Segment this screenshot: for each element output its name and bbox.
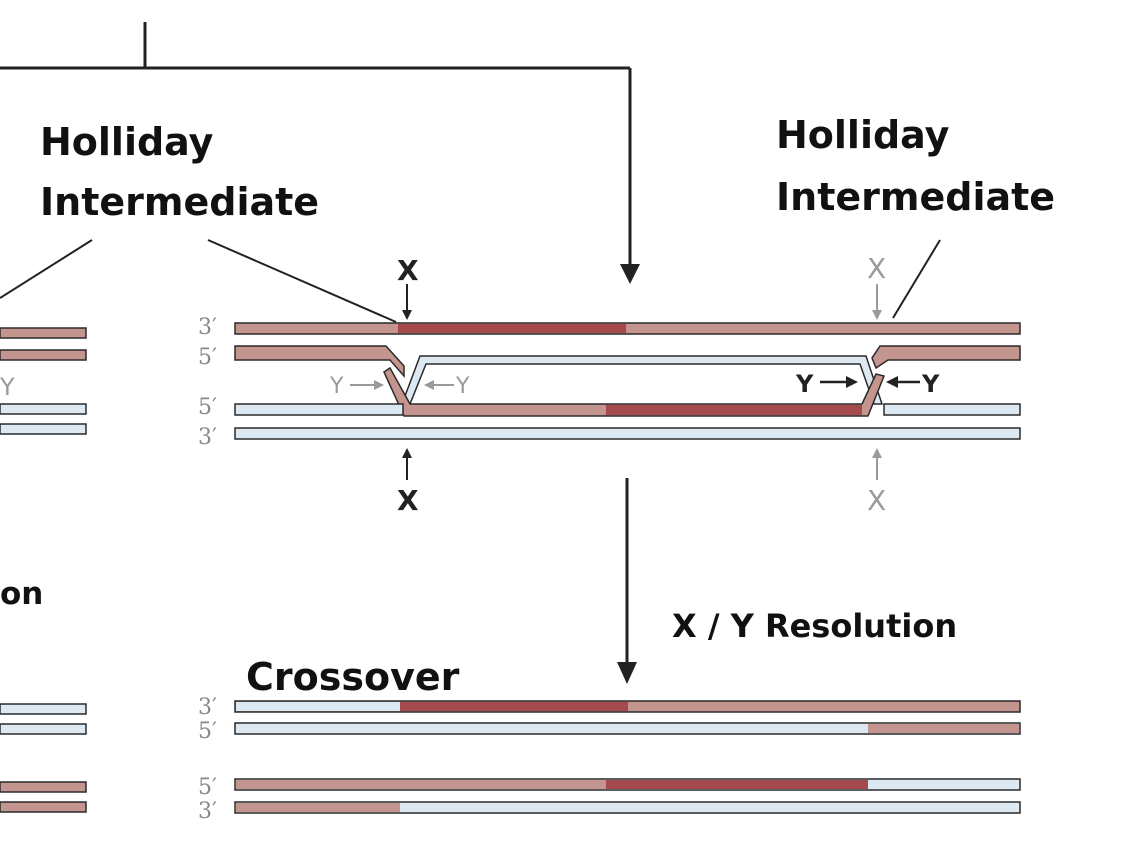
end-label-3prime-c2: 3′ bbox=[198, 799, 217, 824]
connector-lines bbox=[0, 22, 632, 266]
crossover-duplex2-strand-a bbox=[234, 778, 1021, 791]
crossover-product: 3′ 5′ 5′ 3′ bbox=[198, 695, 1021, 824]
holliday-right-label-line2: Intermediate bbox=[776, 175, 1055, 219]
crossover-duplex1-strand-b bbox=[234, 722, 1021, 735]
crossover-duplex2-strand-b bbox=[234, 801, 1021, 814]
holliday-left-label-line1: Holliday bbox=[40, 120, 214, 164]
x-mark-bottom-left: X bbox=[397, 484, 419, 517]
end-label-3prime-bottom: 3′ bbox=[198, 425, 217, 450]
holliday-intermediate: 3′ 5′ 5′ 3′ X X Y bbox=[198, 252, 1021, 517]
y-mark-left-inner: Y bbox=[455, 374, 470, 399]
end-label-5prime-bottom: 5′ bbox=[198, 395, 217, 420]
left-y-mark: Y bbox=[0, 373, 15, 401]
holliday-left-label-line2: Intermediate bbox=[40, 180, 319, 224]
strand-blue-exchanged-upper bbox=[400, 355, 884, 405]
left-partial-panel: Y on bbox=[0, 327, 87, 813]
resolution-label: X / Y Resolution bbox=[672, 607, 957, 645]
y-mark-right-inner: Y bbox=[921, 370, 940, 398]
end-label-5prime-c2: 5′ bbox=[198, 775, 217, 800]
partial-label-on: on bbox=[0, 576, 43, 612]
left-lower-duplexes bbox=[0, 703, 87, 813]
strand-top-outer bbox=[234, 322, 1021, 335]
arrow-x-top-left bbox=[402, 310, 412, 320]
strand-dark-red-segment-lower bbox=[606, 405, 862, 415]
y-mark-right-outer: Y bbox=[795, 370, 814, 398]
label-pointers bbox=[0, 239, 941, 323]
end-label-5prime-c1: 5′ bbox=[198, 719, 217, 744]
holliday-right-label-line1: Holliday bbox=[776, 113, 950, 157]
arrow-head-down-top bbox=[620, 264, 640, 284]
strand-red-left-cross bbox=[234, 345, 405, 378]
x-mark-bottom-right: X bbox=[867, 484, 886, 517]
arrow-x-bottom-left bbox=[402, 448, 412, 458]
end-label-5prime-top: 5′ bbox=[198, 345, 217, 370]
crossover-label: Crossover bbox=[246, 655, 460, 699]
strand-red-right-piece bbox=[871, 345, 1021, 370]
end-label-3prime-top: 3′ bbox=[198, 315, 217, 340]
y-mark-left-outer: Y bbox=[329, 374, 344, 399]
strand-blue-lower bbox=[234, 403, 1021, 440]
x-mark-top-right: X bbox=[867, 252, 886, 285]
x-mark-top-left: X bbox=[397, 254, 419, 287]
end-label-3prime-c1: 3′ bbox=[198, 695, 217, 720]
left-upper-duplex: Y bbox=[0, 327, 87, 435]
strand-red-exchanged-lower bbox=[383, 366, 886, 417]
crossover-duplex1-strand-a bbox=[234, 700, 1021, 713]
resolution-arrow bbox=[617, 478, 637, 684]
